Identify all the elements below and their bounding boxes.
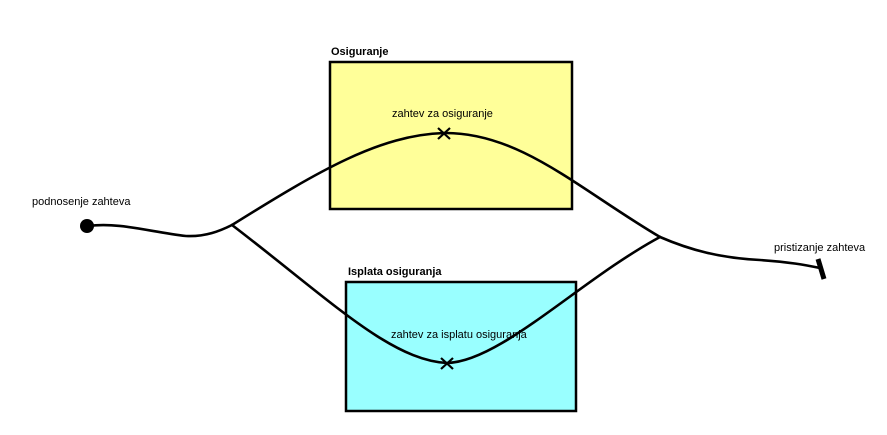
isplata-event-marker[interactable] bbox=[440, 357, 454, 370]
isplata-osiguranja-title: Isplata osiguranja bbox=[348, 266, 442, 278]
osiguranje-event-marker[interactable] bbox=[437, 127, 451, 140]
entry-line bbox=[86, 223, 234, 238]
end-node[interactable] bbox=[815, 258, 827, 280]
start-label: podnosenje zahteva bbox=[32, 196, 131, 208]
osiguranje-box[interactable] bbox=[328, 60, 574, 211]
osiguranje-event-label: zahtev za osiguranje bbox=[392, 108, 493, 120]
isplata-event-label: zahtev za isplatu osiguranja bbox=[391, 329, 528, 341]
exit-line bbox=[658, 235, 822, 270]
start-node[interactable] bbox=[80, 219, 94, 233]
isplata-osiguranja-box[interactable] bbox=[344, 280, 578, 413]
osiguranje-title: Osiguranje bbox=[331, 46, 388, 58]
end-label: pristizanje zahteva bbox=[774, 242, 866, 254]
